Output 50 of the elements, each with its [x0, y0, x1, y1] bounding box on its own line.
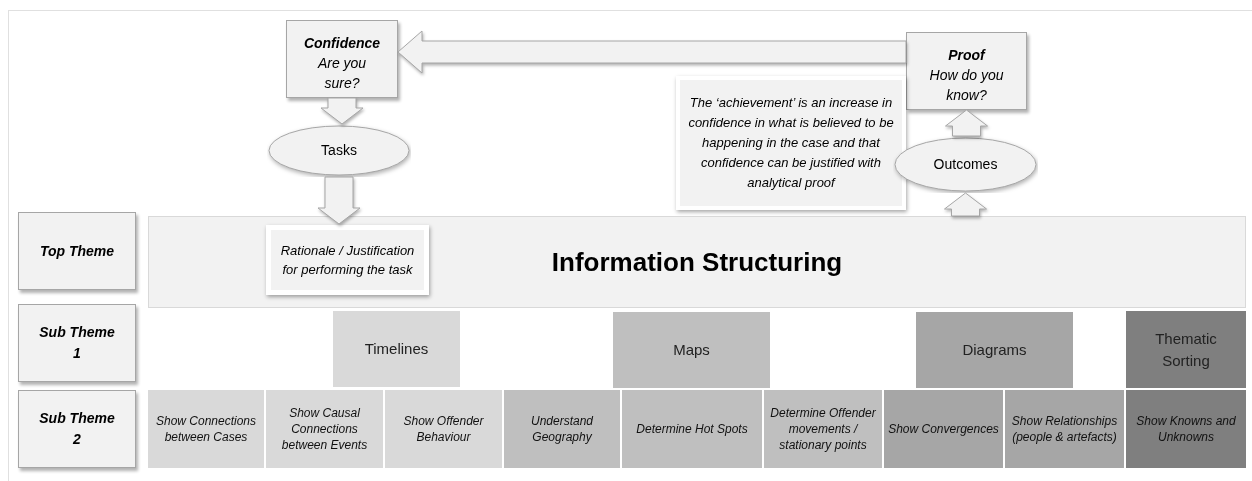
band-title: Information Structuring	[551, 245, 843, 279]
theme-box	[333, 311, 460, 387]
sub-box	[1005, 390, 1124, 468]
sub-theme-label: Determine Hot Spots	[636, 421, 748, 437]
sub-theme-label: Show Causal Connections between Events	[280, 405, 369, 453]
box-text: Are you sure?	[316, 54, 368, 93]
sub-box	[504, 390, 620, 468]
row-box	[18, 212, 136, 290]
row-label: Sub Theme 2	[38, 409, 116, 449]
block-arrow	[945, 109, 988, 137]
box-text: How do you know?	[928, 66, 1005, 105]
sub-box	[764, 390, 882, 468]
sub-theme-label: Determine Offender movements / stationary points	[769, 405, 877, 453]
rationale-text: Rationale / Justification for performing the task	[279, 242, 416, 279]
block-arrow	[320, 97, 364, 125]
theme-label: Maps	[673, 340, 710, 360]
theme-label: Thematic Sorting	[1154, 328, 1218, 371]
sub-theme-label: Show Relationships (people & artefacts)	[1010, 413, 1119, 445]
sub-box	[884, 390, 1003, 468]
row-box	[18, 390, 136, 468]
row-box	[18, 304, 136, 382]
row-label: Top Theme	[39, 241, 115, 261]
sub-theme-label: Understand Geography	[529, 413, 594, 445]
rationale-box	[266, 225, 429, 295]
sub-box	[266, 390, 383, 468]
theme-label: Diagrams	[962, 340, 1027, 360]
sub-theme-label: Show Knowns and Unknowns	[1135, 413, 1237, 445]
sub-box	[385, 390, 502, 468]
ellipse-label: Outcomes	[933, 155, 998, 174]
sub-box	[622, 390, 762, 468]
theme-label: Timelines	[364, 339, 429, 359]
sub-theme-label: Show Connections between Cases	[154, 413, 258, 445]
sub-theme-label: Show Convergences	[888, 421, 999, 437]
row-label: Sub Theme 1	[38, 323, 116, 363]
box-title: Proof	[948, 46, 985, 65]
sub-box	[148, 390, 264, 468]
head-box	[286, 20, 398, 98]
theme-box	[916, 312, 1073, 388]
note-text: The ‘achievement’ is an increase in confidence in what is believed to be happening in the case and that confidence can be justified with analytical proof	[688, 94, 894, 192]
theme-band	[148, 216, 1246, 308]
theme-box	[613, 312, 770, 388]
ellipse-label: Tasks	[321, 141, 357, 160]
sub-box	[1126, 390, 1246, 468]
box-title: Confidence	[303, 34, 381, 53]
head-box	[906, 32, 1027, 110]
block-arrow	[944, 192, 987, 217]
block-arrow	[317, 176, 361, 225]
block-arrow	[397, 30, 907, 74]
sub-theme-label: Show Offender Behaviour	[402, 413, 485, 445]
theme-box	[1126, 311, 1246, 388]
